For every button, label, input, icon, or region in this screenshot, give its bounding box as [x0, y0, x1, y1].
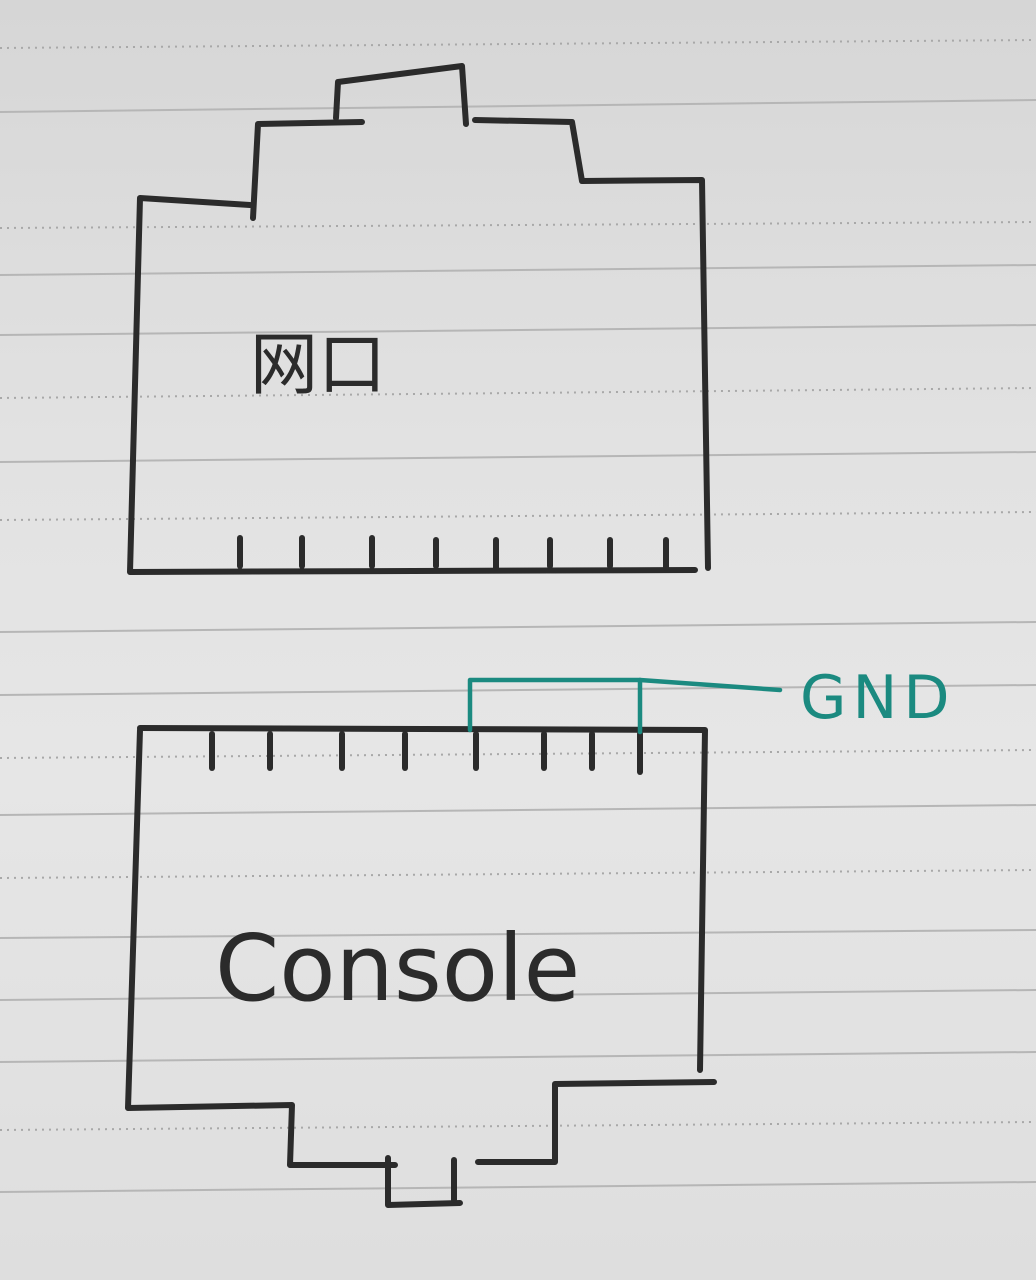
- network-port-label: 网口: [250, 326, 386, 405]
- console-port-label: Console: [215, 915, 580, 1022]
- ground-wire: [467, 677, 783, 735]
- console-port-outline: [125, 725, 717, 1208]
- console-port-pins: [209, 731, 643, 775]
- network-port-outline: [127, 63, 711, 575]
- ground-label: GND: [800, 663, 956, 733]
- ruled-lines: [0, 39, 1036, 1193]
- network-port-pins: [237, 535, 669, 571]
